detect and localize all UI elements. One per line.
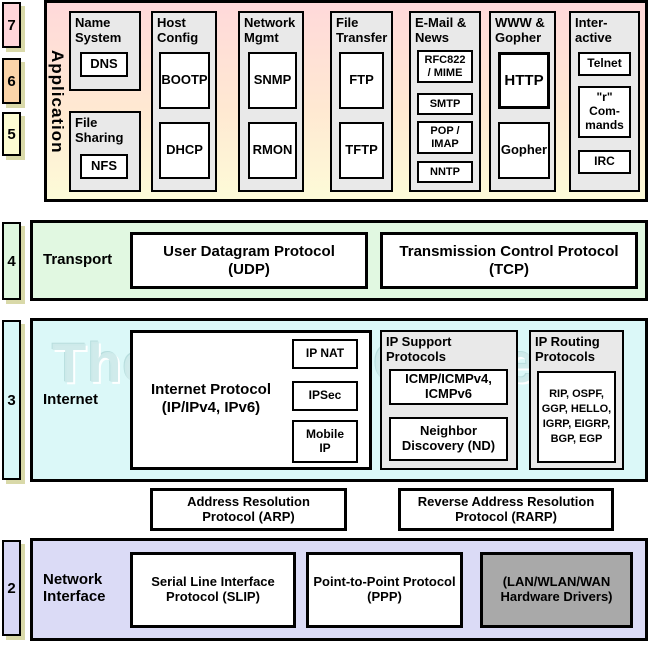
app-column-file-sharing: File Sharing [69,111,141,192]
protocol-box-icmp: ICMP/ICMPv4, ICMPv6 [389,369,508,405]
protocol-box-gopher: Gopher [498,122,550,179]
protocol-box-rarp: Reverse Address Resolution Protocol (RAR… [398,488,614,531]
protocol-box-ip-nat: IP NAT [292,339,358,369]
protocol-box-bootp: BOOTP [159,52,210,109]
protocol-box-smtp: SMTP [417,93,473,115]
protocol-box-hardware-drivers: (LAN/WLAN/WAN Hardware Drivers) [480,552,633,628]
protocol-box-http: HTTP [498,52,550,109]
column-header: Name System [75,15,122,45]
column-header: WWW & Gopher [495,15,545,45]
column-header: Host Config [157,15,199,45]
protocol-box-pop-imap: POP / IMAP [417,121,473,154]
column-header: IP Routing Protocols [535,334,600,364]
protocol-box-rfc822-mime: RFC822 / MIME [417,50,473,83]
protocol-box-neighbor-discovery: Neighbor Discovery (ND) [389,417,508,461]
protocol-box-dns: DNS [80,52,128,77]
protocol-box-arp: Address Resolution Protocol (ARP) [150,488,347,531]
column-header: File Transfer [336,15,388,45]
protocol-box-dhcp: DHCP [159,122,210,179]
osi-badge-3: 3 [2,320,21,480]
column-header: Network Mgmt [244,15,296,45]
ip-protocol-text: Internet Protocol (IP/IPv4, IPv6) [150,381,271,416]
protocol-box-snmp: SNMP [248,52,297,109]
protocol-box-ppp: Point-to-Point Protocol (PPP) [306,552,463,628]
protocol-box-tftp: TFTP [339,122,384,179]
protocol-box-routing-list: RIP, OSPF, GGP, HELLO, IGRP, EIGRP, BGP,… [537,371,616,463]
protocol-box-ipsec: IPSec [292,381,358,411]
app-column-name-system: Name System [69,11,141,91]
osi-badge-2: 2 [2,540,21,636]
network-interface-layer-label: Network Interface [43,570,106,605]
protocol-box-telnet: Telnet [578,52,631,76]
osi-badge-5: 5 [2,112,21,156]
column-header: File Sharing [75,115,124,145]
protocol-box-ftp: FTP [339,52,384,109]
protocol-box-irc: IRC [578,150,631,174]
protocol-box-udp: User Datagram Protocol (UDP) [130,232,368,289]
application-layer-label: Application [48,50,67,154]
osi-badge-7: 7 [2,2,21,48]
osi-badge-4: 4 [2,222,21,300]
column-header: IP Support Protocols [386,334,452,364]
protocol-box-r-commands: "r" Com- mands [578,86,631,138]
column-header: E-Mail & News [415,15,467,45]
protocol-box-slip: Serial Line Interface Protocol (SLIP) [130,552,296,628]
internet-layer-label: Internet [43,391,99,409]
protocol-box-mobile-ip: Mobile IP [292,420,358,463]
protocol-box-nfs: NFS [80,154,128,179]
protocol-box-nntp: NNTP [417,161,473,183]
osi-badge-6: 6 [2,58,21,104]
protocol-box-tcp: Transmission Control Protocol (TCP) [380,232,638,289]
column-header: Inter- active [575,15,612,45]
transport-layer-label: Transport [43,251,113,269]
protocol-box-rmon: RMON [248,122,297,179]
